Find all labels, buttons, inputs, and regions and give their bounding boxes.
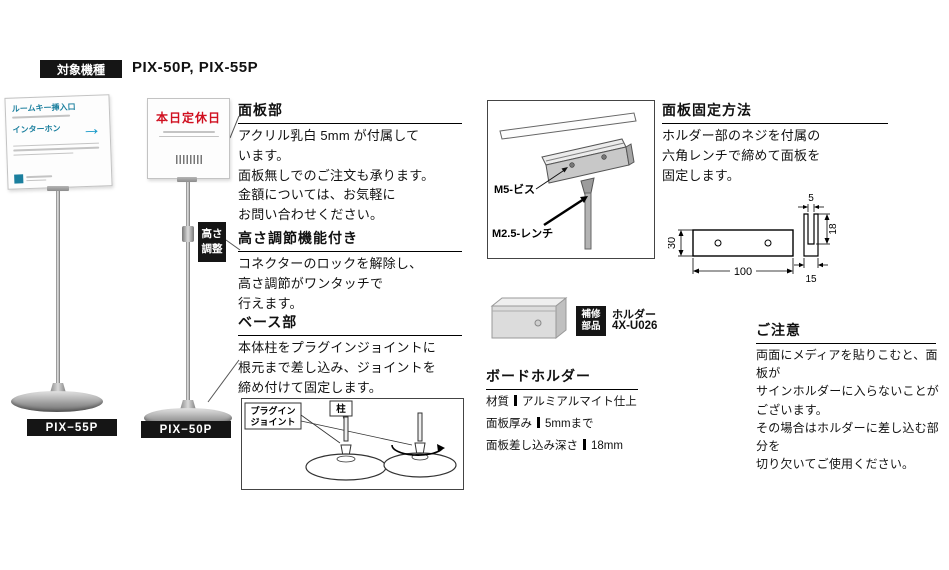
svg-text:M2.5-レンチ: M2.5-レンチ — [492, 227, 553, 240]
svg-text:M5-ビス: M5-ビス — [494, 182, 535, 196]
pix55p-base — [11, 391, 103, 412]
spec-thickness: 面板厚み 5mmまで — [486, 414, 656, 436]
dimension-drawing: 30 100 5 18 15 — [668, 193, 839, 285]
pix50p-pole — [186, 182, 190, 404]
svg-text:15: 15 — [805, 274, 817, 285]
base-diagram-box: プラグイン ジョイント 柱 — [241, 398, 464, 490]
section-base-heading: ベース部 — [238, 312, 462, 336]
logo-mark-icon — [14, 174, 24, 184]
spec-value: 5mmまで — [545, 417, 594, 430]
section-panel-heading: 面板部 — [238, 100, 462, 124]
sign55-arrow-icon: → — [81, 117, 102, 141]
spec-depth: 面板差し込み深さ 18mm — [486, 436, 656, 458]
sign55-subline — [12, 114, 71, 119]
board-holder-image — [490, 296, 568, 340]
spec-value: アルミアルマイト仕上 — [522, 396, 637, 408]
sign55-logo — [14, 173, 53, 184]
svg-text:30: 30 — [668, 237, 678, 249]
sign50-barcode — [175, 155, 202, 164]
section-base-body: 本体柱をプラグインジョイントに 根元まで差し込み、ジョイントを 締め付けて固定し… — [238, 340, 437, 395]
spec-value: 18mm — [591, 439, 623, 452]
fixing-diagram: M5-ビス M2.5-レンチ — [492, 112, 637, 250]
repair-part-badge: 補修 部品 — [576, 306, 606, 336]
pix55p-pole — [56, 191, 60, 387]
sign50-text-line — [162, 131, 215, 133]
spec-separator — [514, 395, 517, 406]
pix55p-label-badge: PIX−55P — [27, 419, 117, 436]
section-panel-body: アクリル乳白 5mm が付属して います。 面板無しでのご注文も承ります。 金額… — [238, 128, 435, 222]
board-holder-specs: 材質 アルミアルマイト仕上 面板厚み 5mmまで 面板差し込み深さ 18mm — [486, 392, 656, 458]
section-height-heading: 高さ調節機能付き — [238, 228, 462, 252]
svg-text:5: 5 — [808, 193, 814, 204]
logo-text-line — [26, 175, 53, 178]
section-height-body: コネクターのロックを解除し、 高さ調節がワンタッチで 行えます。 — [238, 256, 423, 311]
spec-material: 材質 アルミアルマイト仕上 — [486, 392, 656, 414]
target-models-text: PIX-50P, PIX-55P — [132, 59, 259, 76]
spec-label: 面板厚み — [486, 417, 532, 430]
logo-text-line — [26, 178, 47, 182]
fixing-body: ホルダー部のネジを付属の 六角レンチで締めて面板を 固定します。 — [662, 128, 821, 183]
holder-part-code: 4X-U026 — [612, 320, 658, 332]
sign55-line1: ルームキー挿入口 — [11, 102, 76, 114]
spec-label: 材質 — [486, 396, 509, 408]
pix55p-sign-panel: ルームキー挿入口 インターホン → — [4, 94, 113, 190]
sign50-title: 本日定休日 — [155, 111, 221, 125]
svg-text:プラグイン: プラグイン — [250, 405, 295, 416]
svg-text:ジョイント: ジョイント — [250, 417, 295, 427]
pix50p-panel-holder — [177, 177, 197, 182]
target-models-badge: 対象機種 — [40, 60, 122, 78]
pix55p-joint — [50, 383, 66, 393]
notice-body: 両面にメディアを貼りこむと、面板が サインホルダーに入らないことが ございます。… — [756, 348, 940, 472]
notice-heading: ご注意 — [756, 320, 936, 344]
base-diagram: プラグイン ジョイント 柱 — [244, 400, 457, 481]
sign55-text-line — [13, 142, 100, 147]
pix50p-label-badge: PIX−50P — [141, 421, 231, 438]
holder-part-name: ホルダー — [612, 309, 656, 321]
svg-text:柱: 柱 — [336, 403, 346, 415]
fixing-diagram-box: M5-ビス M2.5-レンチ — [487, 100, 655, 259]
sign55-text-line — [13, 146, 100, 152]
fixing-heading: 面板固定方法 — [662, 100, 888, 124]
spec-separator — [583, 438, 586, 450]
svg-text:100: 100 — [734, 266, 752, 278]
pix50p-sign-panel: 本日定休日 — [147, 98, 230, 179]
svg-text:18: 18 — [828, 223, 839, 235]
spec-label: 面板差し込み深さ — [486, 439, 578, 452]
sign50-text-line — [158, 135, 219, 137]
height-adjust-badge: 高さ 調整 — [198, 222, 226, 262]
pix50p-joint — [180, 400, 196, 410]
pix50p-height-connector — [182, 226, 194, 242]
sign55-text-line — [13, 151, 74, 156]
spec-separator — [537, 416, 540, 428]
board-holder-heading: ボードホルダー — [486, 366, 638, 390]
pix55p-panel-holder — [47, 186, 69, 191]
